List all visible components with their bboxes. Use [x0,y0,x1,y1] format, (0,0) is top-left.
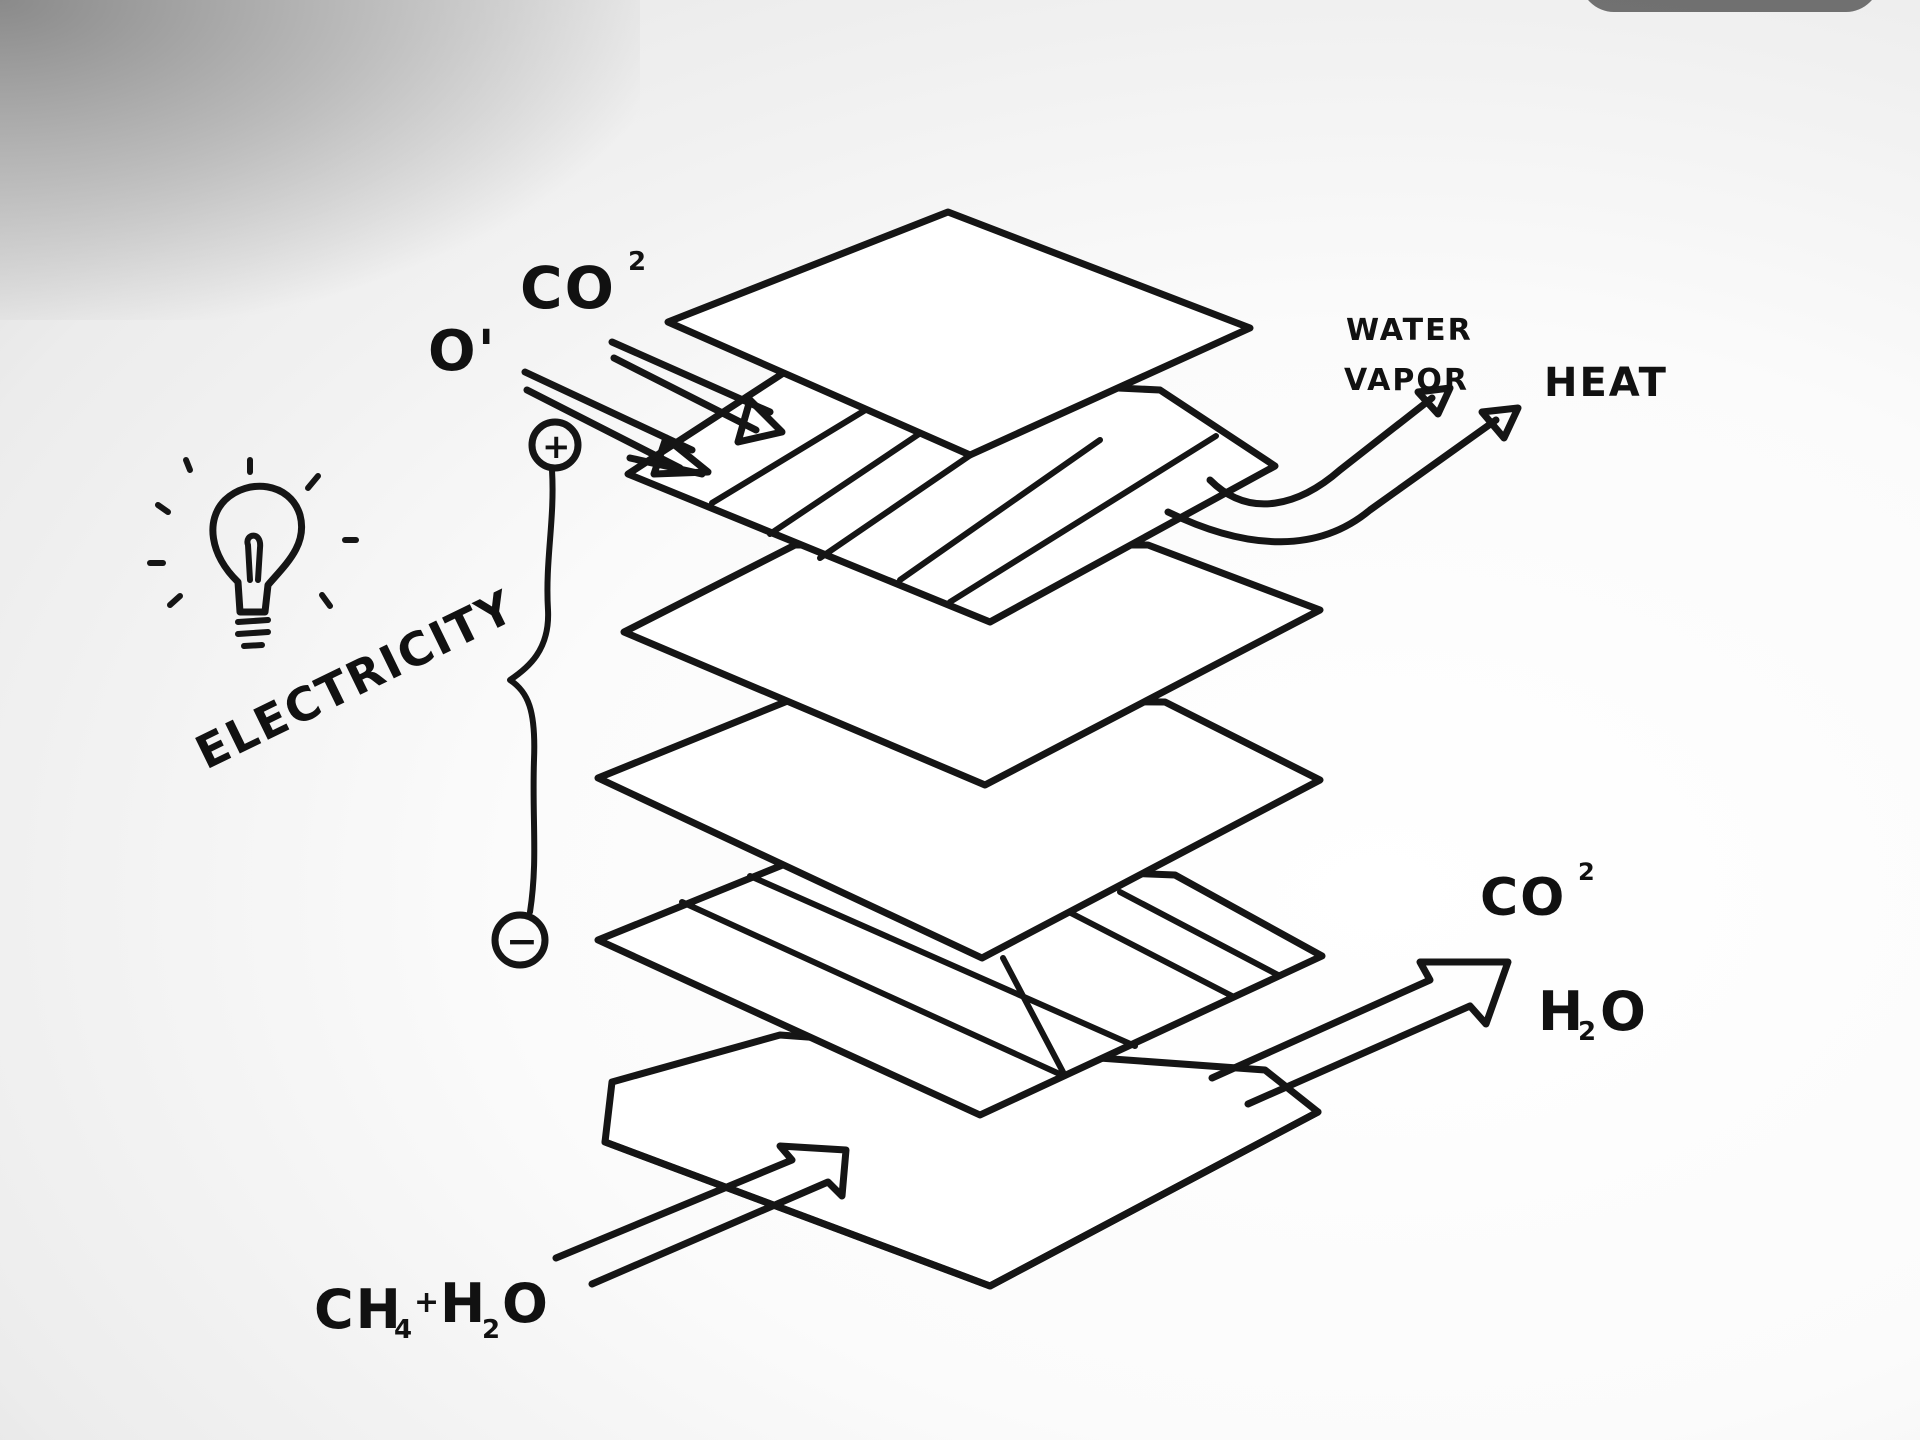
input-h-subscript: 2 [482,1315,500,1345]
co2-right-label: CO [1480,868,1566,928]
co2-right-superscript: 2 [1578,858,1595,886]
h2o-right-subscript: 2 [1578,1017,1596,1047]
minus-sign: − [506,919,538,963]
input-plus: + [414,1285,439,1320]
h2o-right-o: O [1600,980,1648,1043]
o-prime-label: O' [428,319,497,384]
input-o-label: O [502,1272,550,1335]
vapor-label: VAPOR [1344,363,1469,398]
plus-sign: + [542,427,571,467]
heat-label: HEAT [1544,360,1668,406]
input-ch-label: CH [314,1278,403,1341]
input-h-label: H [440,1272,487,1335]
lightbulb-icon [150,460,356,646]
water-label: WATER [1346,313,1473,348]
input-ch-subscript: 4 [394,1315,412,1345]
co2-top-superscript: 2 [628,247,646,277]
co2-top-label: CO [520,254,616,322]
electrical-circuit [495,422,578,965]
